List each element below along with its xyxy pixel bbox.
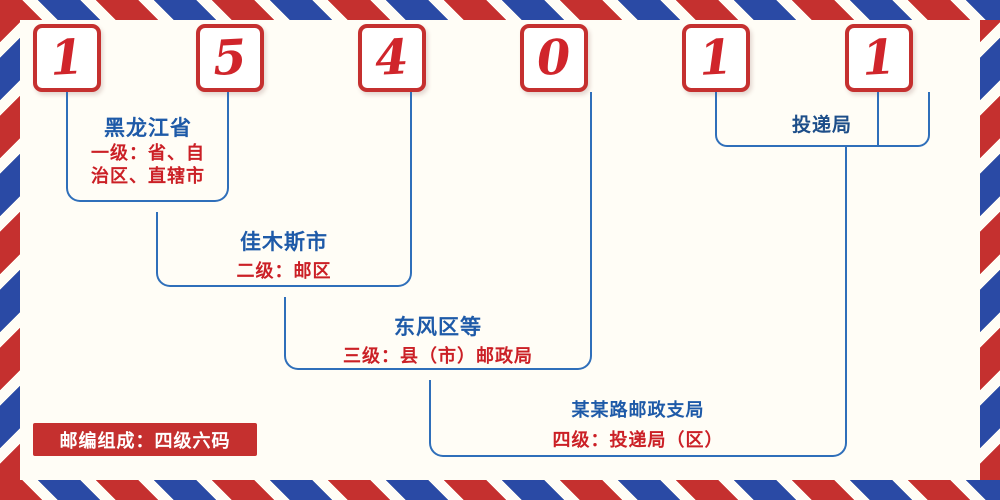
level4-title: 某某路邮政支局 — [571, 400, 705, 421]
level1-title: 黑龙江省 — [104, 116, 192, 140]
digit-4: 0 — [535, 29, 573, 87]
level1-desc-line2: 治区、直辖市 — [91, 166, 205, 187]
composition-note-stamp: 邮编组成：四级六码 — [33, 423, 257, 456]
connector-bracket-delivery — [715, 92, 930, 147]
connector-line-delivery-to-level4 — [845, 146, 847, 380]
level2-desc: 二级：邮区 — [236, 261, 332, 282]
level4-desc: 四级：投递局（区） — [552, 430, 724, 451]
airmail-border-top — [0, 0, 1000, 20]
delivery-bureau-title: 投递局 — [791, 114, 852, 136]
connector-line-digit3 — [410, 92, 412, 212]
connector-line-digit6 — [877, 92, 879, 147]
level1-desc-line1: 一级：省、自 — [91, 143, 205, 164]
digit-2: 5 — [211, 29, 249, 87]
connector-bracket-level4 — [429, 380, 847, 457]
digit-1: 1 — [48, 29, 86, 87]
digit-5: 1 — [697, 29, 735, 87]
airmail-border-left — [0, 0, 20, 500]
level2-title: 佳木斯市 — [240, 230, 328, 254]
digit-6: 1 — [860, 29, 898, 87]
digit-box-4: 0 — [520, 24, 588, 92]
digit-box-3: 4 — [358, 24, 426, 92]
digit-box-5: 1 — [682, 24, 750, 92]
level3-title: 东风区等 — [394, 315, 482, 339]
level1-desc: 一级：省、自 治区、直辖市 — [48, 142, 248, 188]
connector-bracket-level1 — [66, 92, 229, 202]
digit-box-1: 1 — [33, 24, 101, 92]
digit-box-2: 5 — [196, 24, 264, 92]
connector-bracket-level3 — [284, 297, 592, 370]
level3-desc: 三级：县（市）邮政局 — [343, 346, 533, 367]
airmail-border-bottom — [0, 480, 1000, 500]
connector-line-digit4 — [590, 92, 592, 297]
digit-3: 4 — [373, 29, 411, 87]
airmail-border-right — [980, 0, 1000, 500]
connector-bracket-level2 — [156, 212, 412, 287]
digit-box-6: 1 — [845, 24, 913, 92]
